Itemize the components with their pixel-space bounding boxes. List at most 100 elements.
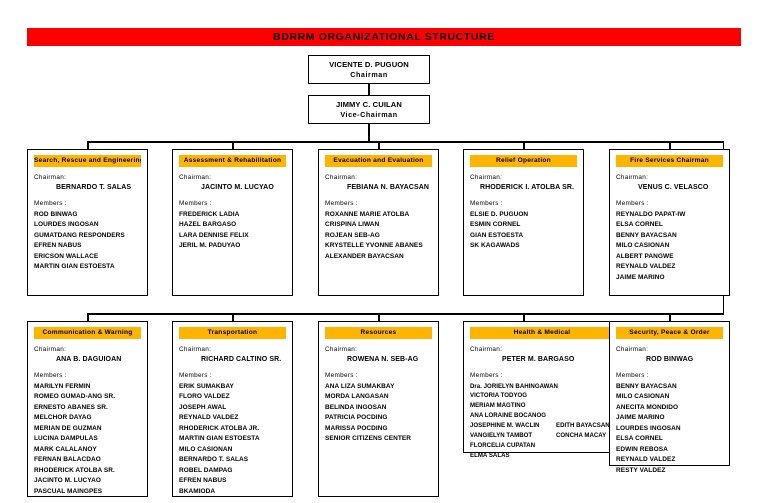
member-item: JOSEPH AWAL — [179, 403, 227, 411]
member-name-col-a: MERIAM MAGTINO — [470, 402, 526, 410]
member-name-col-a: FLORCELIA CUPATAN — [470, 441, 536, 449]
member-item: Dra. JORIELYN BAHINGAWAN — [470, 382, 614, 392]
member-item: ROBEL DAMPAG — [179, 466, 233, 474]
member-item: RHODERICK ATOLBA JR. — [179, 424, 260, 432]
member-item: REYNALD VALDEZ — [616, 456, 676, 464]
page-title: BDRRM ORGANIZATIONAL STRUCTURE — [273, 31, 495, 43]
member-item: JAIME MARINO — [616, 414, 665, 422]
committee-title: Evacuation and Evaluation — [325, 155, 432, 167]
member-list: ROD BINWAG LOURDES INGOSAN GUMATDANG RES… — [34, 210, 141, 273]
page-title-banner: BDRRM ORGANIZATIONAL STRUCTURE — [27, 28, 741, 46]
member-item: BERNARDO T. SALAS — [179, 456, 249, 464]
member-item: JAIME MARINO — [616, 273, 665, 281]
member-item: MILO CASIONAN — [179, 445, 233, 453]
member-item: LUCINA DAMPULAS — [34, 435, 98, 443]
member-item: ESMIN CORNEL — [470, 221, 521, 229]
committee-security-peace-and-order: Security, Peace & Order Chairman: ROD BI… — [609, 321, 730, 474]
committee-chairman-name: ANA B. DAGUIOAN — [56, 355, 122, 363]
member-item: ELSA CORNEL — [616, 221, 663, 229]
committee-title: Fire Services Chairman — [616, 155, 723, 167]
chairman-name: VICENTE D. PUGUON — [329, 60, 409, 70]
committee-chairman-name: RHODERICK I. ATOLBA SR. — [480, 183, 575, 191]
connector-row2-drop-3 — [378, 313, 380, 322]
committee-communication-and-warning: Communication & Warning Chairman: ANA B.… — [27, 321, 148, 497]
members-label: Members : — [34, 199, 67, 207]
committee-title: Communication & Warning — [34, 327, 141, 339]
member-item: ELSA CORNEL — [616, 435, 663, 443]
members-label: Members : — [470, 199, 503, 207]
member-item: ROJEAN SEB-AG — [325, 231, 380, 239]
chairman-label: Chairman: — [470, 173, 503, 181]
member-list: BENNY BAYACSAN MILO CASIONAN ANECITA MON… — [616, 382, 723, 477]
member-name-col-a: ANA LORAINE BOCANOG — [470, 412, 546, 420]
member-list: MARILYN FERMIN ROMEO GUMAD-ANG SR. ERNES… — [34, 382, 141, 498]
member-item: MARTIN GIAN ESTOESTA — [179, 435, 260, 443]
member-item: ERICSON WALLACE — [34, 252, 99, 260]
member-item: MARK CALALANOY — [34, 445, 97, 453]
member-list: ELSIE D. PUGUON ESMIN CORNEL GIAN ESTOES… — [470, 210, 577, 252]
member-item: BENNY BAYACSAN — [616, 382, 677, 390]
member-item: REYNALDO PAPAT-IW — [616, 210, 686, 218]
committee-chairman-name: JACINTO M. LUCYAO — [201, 183, 274, 191]
committee-title: Transportation — [179, 327, 286, 339]
members-label: Members : — [616, 199, 649, 207]
committee-chairman-name: ROWENA N. SEB-AG — [347, 355, 419, 363]
member-item: ERIK SUMAKBAY — [179, 382, 234, 390]
member-item: ALBERT PANGWE — [616, 252, 674, 260]
connector-row1-drop-4 — [523, 141, 525, 150]
committee-title: Health & Medical — [470, 327, 614, 339]
member-item: MARISSA POCDING — [325, 424, 388, 432]
member-item: MELCHOR DAYAG — [34, 414, 92, 422]
member-item: ALEXANDER BAYACSAN — [325, 252, 404, 260]
member-item: GUMATDANG RESPONDERS — [34, 231, 125, 239]
member-item: MARILYN FERMIN — [34, 382, 91, 390]
member-item: EFREN NABUS — [34, 242, 82, 250]
member-item: KRYSTELLE YVONNE ABANES — [325, 242, 423, 250]
member-item: VICTORIA TODYOG — [470, 391, 614, 401]
member-item: ANECITA MONDIDO — [616, 403, 679, 411]
vice-chairman-name: JIMMY C. CUILAN — [336, 100, 402, 110]
committee-evacuation-and-evaluation: Evacuation and Evaluation Chairman: FEBI… — [318, 149, 439, 296]
member-item: FREDERICK LADIA — [179, 210, 240, 218]
member-item: ROD BINWAG — [34, 210, 78, 218]
member-item: ANA LORAINE BOCANOG — [470, 411, 614, 421]
member-item: GIAN ESTOESTA — [470, 231, 524, 239]
committee-chairman-name: FEBIANA N. BAYACSAN — [347, 183, 430, 191]
chairman-label: Chairman: — [325, 345, 358, 353]
committee-chairman-name: PETER M. BARGASO — [502, 355, 575, 363]
member-list: FREDERICK LADIA HAZEL BARGASO LARA DENNI… — [179, 210, 286, 252]
committee-fire-services: Fire Services Chairman Chairman: VENUS C… — [609, 149, 730, 296]
member-item: FERNAN BALACDAO — [34, 456, 101, 464]
chairman-label: Chairman: — [616, 173, 649, 181]
member-name-col-a: Dra. JORIELYN BAHINGAWAN — [470, 382, 558, 390]
member-item: LARA DENNISE FELIX — [179, 231, 249, 239]
member-item: JACINTO M. LUCYAO — [34, 477, 101, 485]
member-name-col-a: VANGIELYN TAMBOT — [470, 431, 533, 439]
member-item: HAZEL BARGASO — [179, 221, 237, 229]
member-item: JOSEPHINE M. WACLIN EDITH BAYACSAN — [470, 421, 614, 431]
member-item: PASCUAL MAINGPES — [34, 487, 103, 495]
members-label: Members : — [325, 199, 358, 207]
member-item: MERIAM MAGTINO — [470, 401, 614, 411]
member-item: JERIL M. PADUYAO — [179, 242, 241, 250]
connector-row1-to-row2 — [722, 295, 724, 314]
committee-transportation: Transportation Chairman: RICHARD CALTINO… — [172, 321, 293, 497]
member-item: EFREN NABUS — [179, 477, 227, 485]
committee-chairman-name: ROD BINWAG — [646, 355, 694, 363]
member-list: ANA LIZA SUMAKBAY MORDA LANGASAN BELINDA… — [325, 382, 432, 445]
member-item: LOURDES INGOSAN — [616, 424, 681, 432]
member-list: ROXANNE MARIE ATOLBA CRISPINA LIWAN ROJE… — [325, 210, 432, 263]
members-label: Members : — [325, 371, 358, 379]
member-name-col-a: JOSEPHINE M. WACLIN — [470, 422, 540, 430]
connector-row1-bus — [87, 141, 724, 143]
committee-health-and-medical: Health & Medical Chairman: PETER M. BARG… — [463, 321, 621, 459]
connector-row2-drop-5 — [669, 313, 671, 322]
member-item: BELINDA INGOSAN — [325, 403, 387, 411]
committee-title: Assessment & Rehabilitation — [179, 155, 286, 167]
committee-chairman-name: VENUS C. VELASCO — [638, 183, 709, 191]
member-item: ROXANNE MARIE ATOLBA — [325, 210, 410, 218]
member-item: MARTIN GIAN ESTOESTA — [34, 263, 115, 271]
member-item: FLORO VALDEZ — [179, 393, 230, 401]
member-item: RHODERICK ATOLBA SR. — [34, 466, 115, 474]
member-item: MILO CASIONAN — [616, 393, 670, 401]
